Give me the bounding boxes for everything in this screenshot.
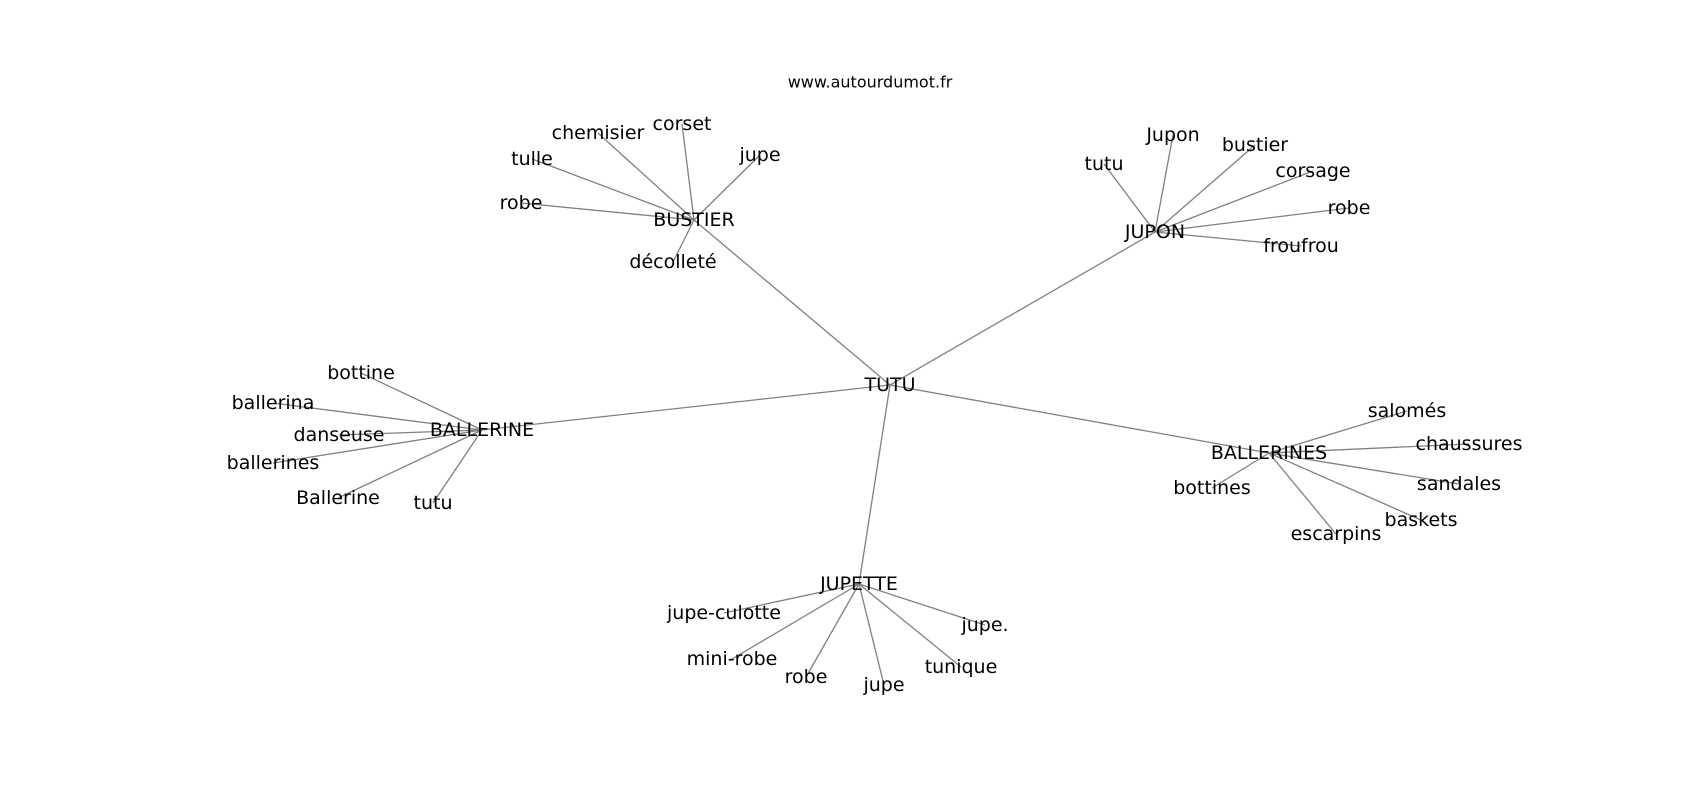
leaf-node-label: ballerina <box>232 392 315 414</box>
leaf-node-label: mini-robe <box>687 648 778 670</box>
leaf-node-label: bottines <box>1173 477 1251 499</box>
edge-ballerines-leaf-3 <box>1268 452 1422 521</box>
site-url-label: www.autourdumot.fr <box>788 73 953 92</box>
edge-jupon-leaf-2 <box>1154 144 1256 233</box>
edge-center-ballerines <box>889 384 1270 454</box>
leaf-node-label: jupe <box>738 144 780 166</box>
edge-jupette-leaf-0 <box>723 583 860 614</box>
leaf-node-label: salomés <box>1368 400 1447 422</box>
edge-center-bustier <box>693 219 891 386</box>
leaf-node-label: jupe <box>862 674 904 696</box>
leaf-node-label: corsage <box>1275 160 1350 182</box>
graph-edges <box>272 123 1470 686</box>
leaf-node-label: Jupon <box>1145 124 1199 146</box>
edge-ballerine-leaf-2 <box>338 429 483 436</box>
edge-ballerine-leaf-3 <box>272 429 483 464</box>
edge-jupon-leaf-4 <box>1154 207 1350 233</box>
edge-bustier-leaf-5 <box>672 219 695 263</box>
leaf-node-label: sandales <box>1417 473 1501 495</box>
leaf-node-label: chaussures <box>1416 433 1523 455</box>
leaf-node-label: robe <box>500 192 543 214</box>
edge-ballerines-leaf-1 <box>1268 443 1470 454</box>
leaf-node-label: jupe. <box>960 614 1008 636</box>
hub-node-jupette: JUPETTE <box>819 573 898 595</box>
edge-jupon-leaf-3 <box>1154 170 1314 233</box>
leaf-node-label: ballerines <box>227 452 320 474</box>
leaf-node-label: froufrou <box>1263 235 1339 257</box>
leaf-node-label: jupe-culotte <box>666 602 781 624</box>
edge-ballerine-leaf-0 <box>360 372 483 431</box>
leaf-node-label: Ballerine <box>296 487 380 509</box>
edge-center-jupette <box>858 384 891 585</box>
edge-bustier-leaf-0 <box>520 202 695 221</box>
leaf-node-label: corset <box>653 113 712 135</box>
leaf-node-label: danseuse <box>294 424 385 446</box>
leaf-node-label: bottine <box>327 362 395 384</box>
edge-center-ballerine <box>481 384 891 431</box>
leaf-node-label: tunique <box>925 656 998 678</box>
leaf-node-label: baskets <box>1385 509 1458 531</box>
hub-node-ballerines: BALLERINES <box>1211 442 1327 464</box>
leaf-node-label: bustier <box>1222 134 1288 156</box>
edge-ballerine-leaf-4 <box>337 429 483 499</box>
leaf-node-label: chemisier <box>552 122 645 144</box>
center-node-label: TUTU <box>863 374 915 396</box>
leaf-node-label: escarpins <box>1291 523 1382 545</box>
edge-ballerine-leaf-1 <box>272 402 483 431</box>
edge-jupette-leaf-1 <box>731 583 860 660</box>
edge-bustier-leaf-2 <box>597 132 695 221</box>
leaf-node-label: robe <box>1328 197 1371 219</box>
graph-nodes: robe tulle chemisier corset jupe décolleté BUS… <box>227 113 1523 696</box>
hub-node-jupon: JUPON <box>1124 221 1185 243</box>
edge-jupette-leaf-2 <box>805 583 860 678</box>
edge-jupon-leaf-5 <box>1154 231 1302 247</box>
edge-ballerines-leaf-2 <box>1268 452 1460 485</box>
edge-jupon-leaf-1 <box>1154 134 1174 233</box>
edge-ballerine-leaf-5 <box>432 429 483 504</box>
edge-ballerines-leaf-5 <box>1211 452 1270 489</box>
leaf-node-label: tutu <box>1085 153 1124 175</box>
hub-node-ballerine: BALLERINE <box>430 419 534 441</box>
edge-ballerines-leaf-4 <box>1268 452 1337 535</box>
edge-jupette-leaf-3 <box>858 583 885 686</box>
edge-jupette-leaf-5 <box>858 583 986 626</box>
edge-bustier-leaf-1 <box>531 158 695 221</box>
edge-center-jupon <box>889 231 1156 386</box>
leaf-node-label: décolleté <box>629 251 716 273</box>
leaf-node-label: robe <box>785 666 828 688</box>
hub-node-bustier: BUSTIER <box>653 209 734 231</box>
edge-bustier-leaf-4 <box>693 154 761 221</box>
leaf-node-label: tulle <box>511 148 553 170</box>
edge-ballerines-leaf-0 <box>1268 410 1408 454</box>
edge-jupette-leaf-4 <box>858 583 962 668</box>
leaf-node-label: tutu <box>414 492 453 514</box>
edge-bustier-leaf-3 <box>681 123 695 221</box>
edge-jupon-leaf-0 <box>1103 163 1156 233</box>
